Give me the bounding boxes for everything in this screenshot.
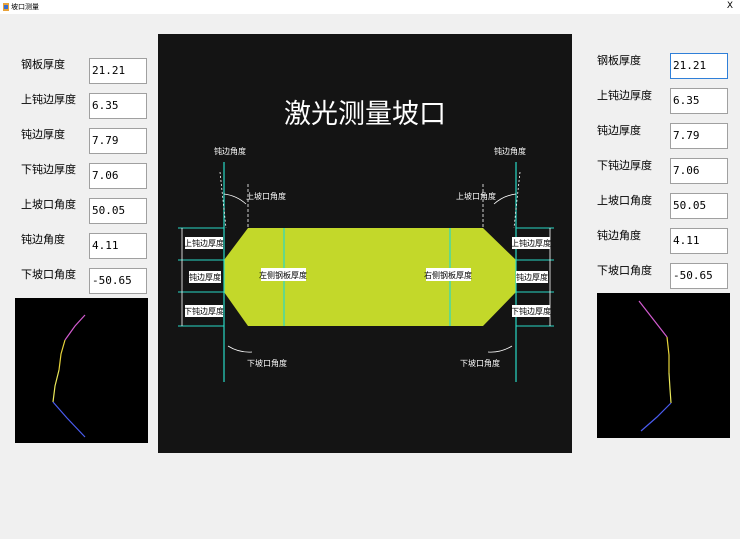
left-label-blunt-thickness: 钝边厚度: [21, 128, 65, 141]
label-blunt-thickness-left: 钝边厚度: [189, 272, 221, 282]
label-lower-blunt-thickness-left: 下钝边厚度: [184, 306, 224, 316]
left-label-lower-bevel-angle: 下坡口角度: [21, 268, 76, 281]
left-label-upper-blunt-thickness: 上钝边厚度: [21, 93, 76, 106]
right-lower-bevel-angle-field[interactable]: -50.65: [670, 263, 728, 289]
left-label-lower-blunt-thickness: 下钝边厚度: [21, 163, 76, 176]
left-upper-blunt-thickness-field[interactable]: 6.35: [89, 93, 147, 119]
label-right-plate-thickness: 右侧钢板厚度: [424, 270, 472, 280]
left-blunt-thickness-field[interactable]: 7.79: [89, 128, 147, 154]
label-blunt-thickness-right: 钝边厚度: [516, 272, 548, 282]
right-label-blunt-angle: 钝边角度: [597, 229, 641, 242]
left-profile-preview: [15, 298, 148, 443]
label-lower-bevel-angle-left: 下坡口角度: [247, 358, 287, 368]
left-plate-thickness-field[interactable]: 21.21: [89, 58, 147, 84]
app-icon: [3, 3, 9, 11]
label-blunt-angle-right: 钝边角度: [494, 146, 526, 156]
right-label-upper-blunt-thickness: 上钝边厚度: [597, 89, 652, 102]
left-label-plate-thickness: 钢板厚度: [21, 58, 65, 71]
left-blunt-angle-field[interactable]: 4.11: [89, 233, 147, 259]
diagram-title: 激光测量坡口: [284, 99, 446, 130]
left-lower-blunt-thickness-field[interactable]: 7.06: [89, 163, 147, 189]
right-profile-preview: [597, 293, 730, 438]
right-label-plate-thickness: 钢板厚度: [597, 54, 641, 67]
right-blunt-thickness-field[interactable]: 7.79: [670, 123, 728, 149]
right-label-lower-bevel-angle: 下坡口角度: [597, 264, 652, 277]
close-button[interactable]: X: [726, 1, 734, 11]
label-left-plate-thickness: 左侧钢板厚度: [259, 270, 307, 280]
label-blunt-angle-left: 钝边角度: [214, 146, 246, 156]
left-upper-bevel-angle-field[interactable]: 50.05: [89, 198, 147, 224]
window-title: 坡口测量: [11, 3, 39, 11]
plate-shape: [224, 228, 516, 326]
label-upper-bevel-angle-left: 上坡口角度: [246, 191, 286, 201]
label-lower-blunt-thickness-right: 下钝边厚度: [511, 306, 551, 316]
right-label-upper-bevel-angle: 上坡口角度: [597, 194, 652, 207]
right-upper-bevel-angle-field[interactable]: 50.05: [670, 193, 728, 219]
right-label-blunt-thickness: 钝边厚度: [597, 124, 641, 137]
right-lower-blunt-thickness-field[interactable]: 7.06: [670, 158, 728, 184]
left-lower-bevel-angle-field[interactable]: -50.65: [89, 268, 147, 294]
left-label-upper-bevel-angle: 上坡口角度: [21, 198, 76, 211]
label-upper-blunt-thickness-left: 上钝边厚度: [184, 238, 224, 248]
right-plate-thickness-field[interactable]: 21.21: [670, 53, 728, 79]
title-bar: 坡口测量 X: [0, 0, 740, 14]
right-upper-blunt-thickness-field[interactable]: 6.35: [670, 88, 728, 114]
right-label-lower-blunt-thickness: 下钝边厚度: [597, 159, 652, 172]
left-label-blunt-angle: 钝边角度: [21, 233, 65, 246]
right-blunt-angle-field[interactable]: 4.11: [670, 228, 728, 254]
label-upper-blunt-thickness-right: 上钝边厚度: [511, 238, 551, 248]
label-upper-bevel-angle-right: 上坡口角度: [456, 191, 496, 201]
bevel-diagram-panel: 激光测量坡口 钝边角度 钝边角度 上坡口角度 上坡口角度 上钝边厚度: [158, 34, 572, 453]
label-lower-bevel-angle-right: 下坡口角度: [460, 358, 500, 368]
